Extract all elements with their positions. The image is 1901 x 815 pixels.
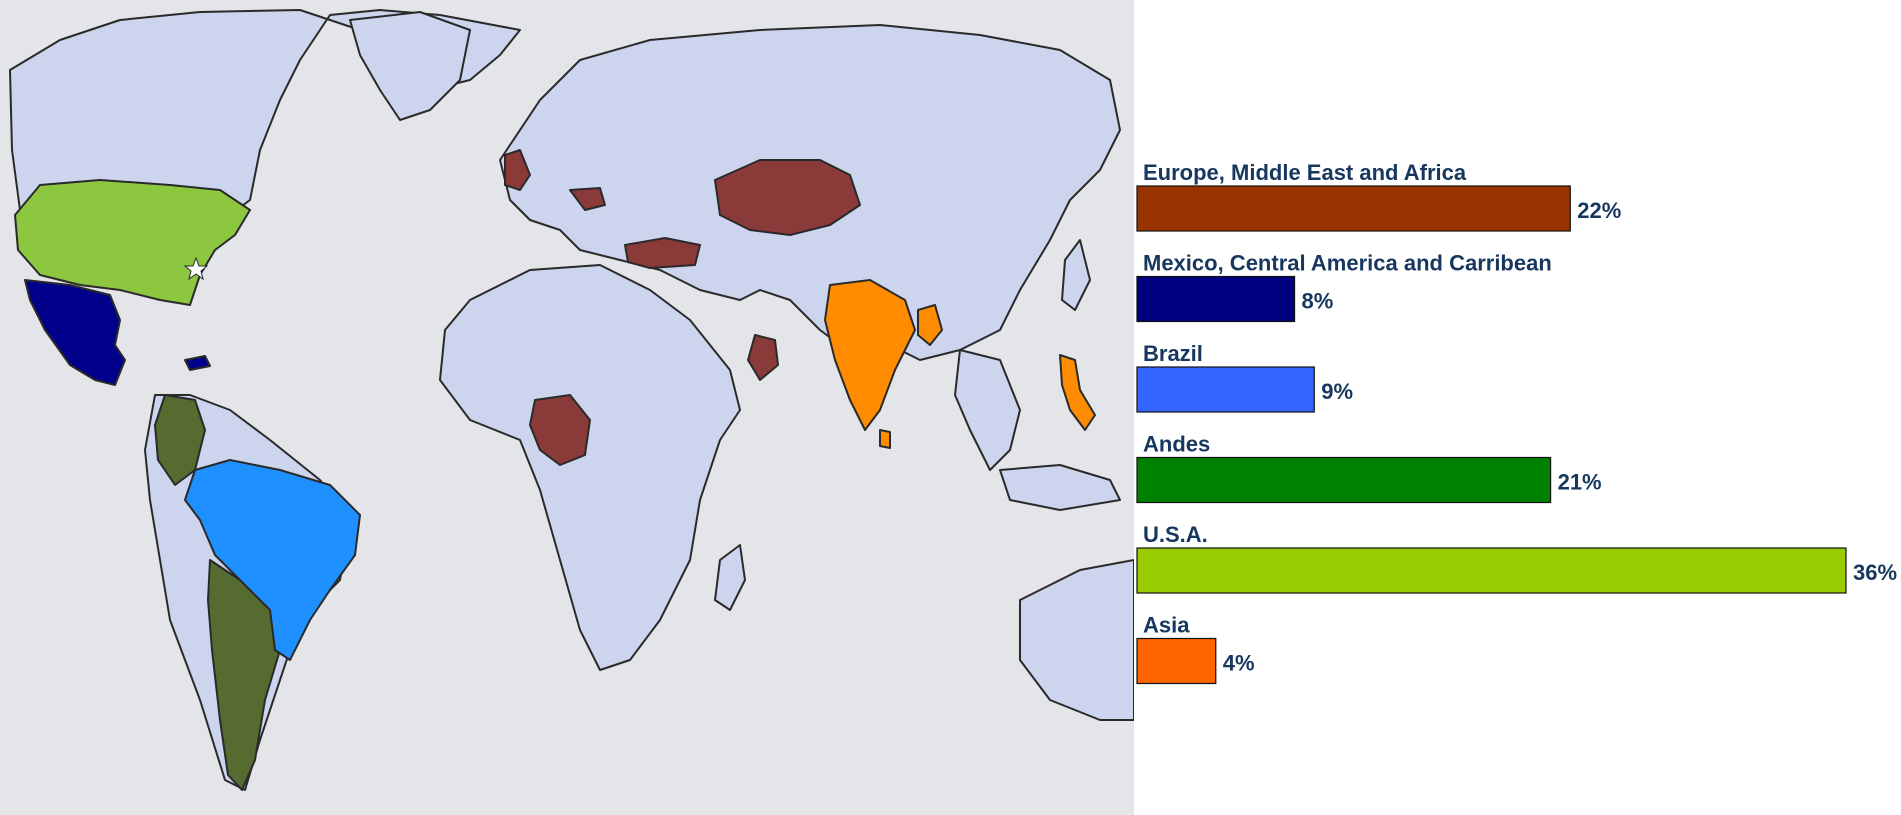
madagascar-land	[714, 544, 746, 611]
category-label: Asia	[1143, 613, 1190, 638]
category-label: Andes	[1143, 432, 1210, 457]
bar	[1136, 547, 1847, 594]
region-turkey	[624, 237, 701, 269]
value-label: 21%	[1558, 470, 1602, 495]
bar	[1136, 275, 1296, 323]
category-label: U.S.A.	[1143, 522, 1208, 547]
region-andes-north	[154, 394, 206, 486]
indonesia-land	[999, 464, 1121, 511]
highlight-regions	[14, 149, 1096, 791]
world-map	[0, 0, 1134, 815]
australia-land	[1019, 559, 1134, 721]
bar-chart-svg: Europe, Middle East and Africa 22% Mexico,…	[1136, 160, 1897, 685]
region-sri-lanka	[879, 429, 891, 449]
region-kazakhstan	[714, 159, 861, 236]
bar	[1136, 366, 1315, 413]
africa-land	[439, 264, 741, 671]
region-oman	[747, 334, 779, 381]
value-label: 4%	[1223, 651, 1255, 676]
bar	[1136, 456, 1552, 504]
greenland-land	[349, 11, 471, 121]
category-label: Mexico, Central America and Carribean	[1143, 251, 1552, 276]
bar	[1136, 637, 1217, 685]
region-brazil	[184, 459, 361, 661]
region-bangladesh	[917, 304, 943, 346]
value-label: 8%	[1302, 289, 1334, 314]
region-caribbean	[184, 355, 211, 371]
headquarters-star-icon	[183, 256, 209, 281]
value-label: 9%	[1321, 379, 1353, 404]
region-philippines	[1059, 354, 1096, 431]
bar-chart: Europe, Middle East and Africa 22% Mexico,…	[1134, 0, 1901, 815]
region-nigeria	[529, 394, 591, 466]
value-label: 22%	[1577, 198, 1621, 223]
bar	[1136, 185, 1571, 232]
value-label: 36%	[1853, 560, 1897, 585]
region-india	[824, 279, 916, 431]
region-mexico	[24, 279, 126, 386]
category-label: Brazil	[1143, 341, 1203, 366]
category-label: Europe, Middle East and Africa	[1143, 160, 1467, 185]
southeast-asia-land	[954, 349, 1021, 471]
region-europe	[569, 187, 606, 211]
world-map-svg	[9, 9, 1134, 791]
japan-land	[1061, 239, 1091, 311]
region-uk	[504, 149, 531, 191]
